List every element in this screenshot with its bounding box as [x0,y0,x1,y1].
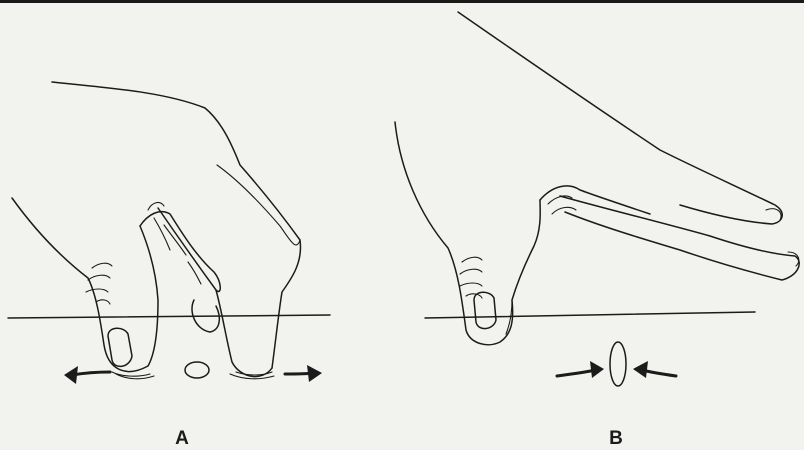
panel-a [8,82,330,384]
knuckle-a [217,165,300,245]
surface-line-a [8,315,330,318]
thumb-a [12,198,158,371]
thumbnail-a [108,328,132,366]
arrow-left-a [64,366,110,384]
panel-b [395,12,799,386]
hand-back-b [458,12,782,224]
contact-shadow-left-a [112,372,154,379]
oval-b [610,342,626,386]
thumbnail-b [474,292,496,328]
arrow-left-b [633,361,676,378]
contact-shadow-right-a [230,372,274,379]
index-finger-a [158,208,272,377]
arrow-right-a [285,365,322,382]
thumb-creases-b [460,257,482,298]
panel-label-b: B [596,428,636,450]
panel-label-a: A [162,428,202,450]
arrow-right-b [557,361,604,378]
extended-finger-b [560,196,799,280]
oval-a [185,362,209,378]
thumb-b [395,122,540,345]
